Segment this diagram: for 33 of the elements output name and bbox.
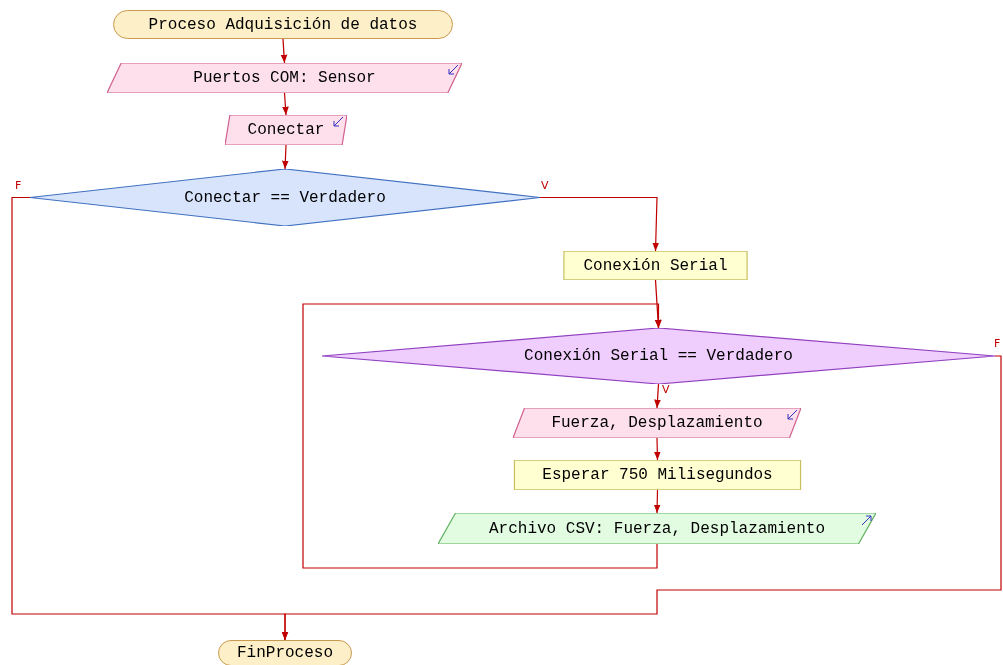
arrow (280, 38, 288, 64)
node-label: Conectar (247, 120, 325, 140)
edge-label: V (540, 180, 550, 192)
arrow (654, 383, 661, 409)
io-parallelogram (107, 63, 462, 93)
decision-diamond (30, 169, 540, 226)
arrow (282, 144, 289, 170)
process-box (513, 460, 802, 490)
arrow (653, 489, 661, 514)
node-label: Proceso Adquisición de datos (148, 14, 418, 35)
node-label: Conectar == Verdadero (184, 187, 386, 208)
node-label: Conexión Serial == Verdadero (524, 346, 793, 366)
node-label: FinProceso (237, 643, 333, 663)
arrow (281, 355, 1002, 641)
io-parallelogram (438, 513, 876, 544)
node-label: Fuerza, Desplazamiento (551, 413, 763, 433)
arrow (282, 92, 289, 116)
io-parallelogram (225, 115, 347, 145)
arrow (653, 437, 661, 461)
edge-label: V (661, 384, 671, 396)
node-label: Conexión Serial (583, 255, 728, 276)
node-label: Puertos COM: Sensor (193, 68, 376, 88)
edge-label: F (14, 180, 23, 192)
node-label: Archivo CSV: Fuerza, Desplazamiento (488, 518, 826, 539)
arrow (302, 303, 662, 569)
process-box (563, 251, 748, 280)
terminal-shape (113, 10, 453, 39)
arrow (539, 196, 660, 252)
io-parallelogram (513, 408, 801, 438)
edge-label: F (993, 338, 1002, 350)
decision-diamond (322, 328, 995, 384)
node-label: Esperar 750 Milisegundos (542, 465, 773, 485)
terminal-shape (218, 640, 352, 665)
